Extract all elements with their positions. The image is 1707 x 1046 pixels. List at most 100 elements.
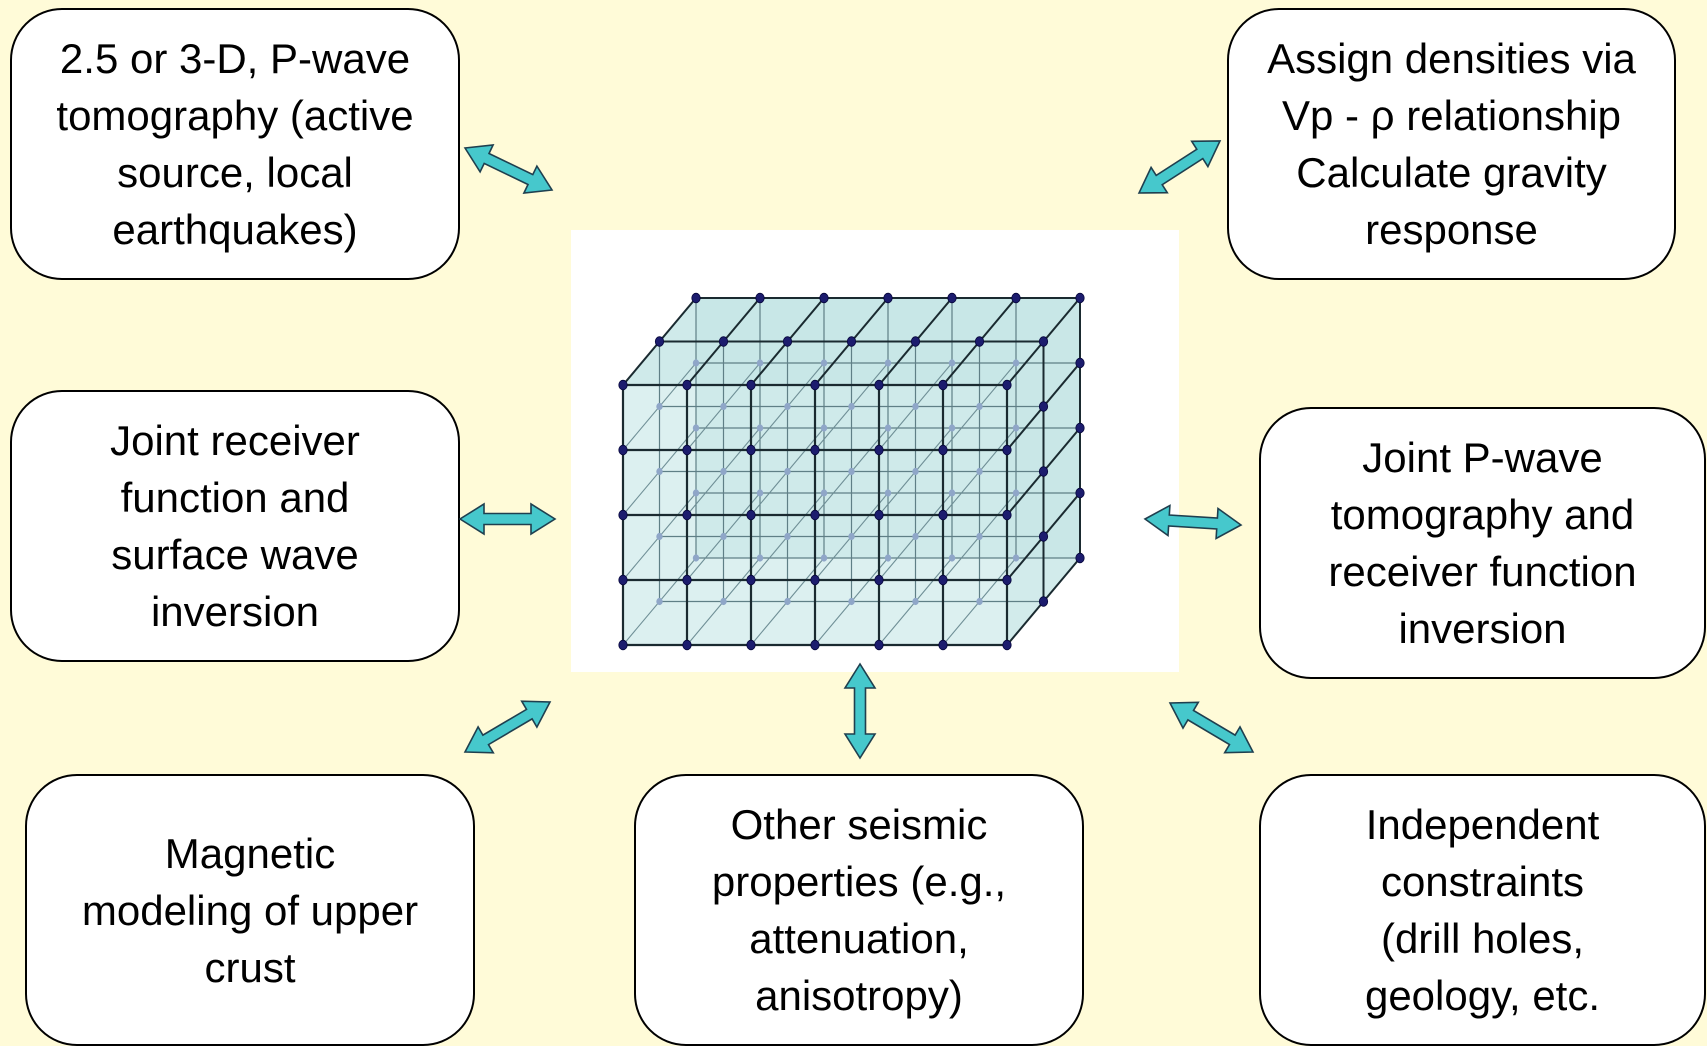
grid-node xyxy=(1011,292,1021,304)
grid-node xyxy=(1075,357,1085,369)
grid-node xyxy=(810,444,820,456)
box-line: anisotropy) xyxy=(755,972,963,1019)
grid-node xyxy=(720,532,727,541)
grid-node xyxy=(846,336,857,347)
box-line: inversion xyxy=(1398,605,1567,652)
grid-node xyxy=(618,444,628,456)
grid-node xyxy=(947,292,957,304)
grid-node xyxy=(782,336,793,347)
grid-node xyxy=(976,597,983,606)
grid-node xyxy=(820,554,828,562)
box-line: Joint receiver xyxy=(110,417,360,464)
grid-node xyxy=(819,292,829,304)
grid-node xyxy=(682,509,692,521)
grid-node xyxy=(1075,552,1085,564)
grid-node xyxy=(1002,639,1012,651)
grid-node xyxy=(810,379,820,391)
box-line: crust xyxy=(204,943,296,991)
grid-node xyxy=(691,292,701,304)
voxel-model-panel xyxy=(571,230,1179,672)
grid-node xyxy=(1002,574,1012,586)
grid-node xyxy=(784,532,791,541)
box-line: surface wave xyxy=(111,531,359,578)
grid-node xyxy=(746,379,756,391)
grid-node xyxy=(938,509,948,521)
grid-node xyxy=(874,509,884,521)
box-line: modeling of upper xyxy=(81,886,419,934)
arrow-independent xyxy=(1168,701,1255,754)
box-independent-constraints: Independent constraints (drill holes, ge… xyxy=(1259,774,1706,1046)
box-line: Calculate gravity xyxy=(1296,149,1607,196)
grid-node xyxy=(883,292,893,304)
arrow-tomography xyxy=(463,143,554,195)
box-line: response xyxy=(1365,206,1538,253)
grid-node xyxy=(820,359,828,367)
box-line: geology, etc. xyxy=(1364,972,1601,1019)
grid-node xyxy=(1075,292,1085,304)
grid-node xyxy=(912,467,919,476)
grid-node xyxy=(874,574,884,586)
grid-node xyxy=(810,639,820,651)
grid-node xyxy=(938,379,948,391)
grid-node xyxy=(1038,401,1049,412)
grid-node xyxy=(656,597,663,606)
box-line: receiver function xyxy=(1328,548,1637,595)
grid-node xyxy=(884,424,892,432)
box-line: function and xyxy=(120,474,350,521)
grid-node xyxy=(948,359,956,367)
arrow-receiver-surface xyxy=(458,502,557,536)
grid-node xyxy=(756,424,764,432)
grid-node xyxy=(1012,359,1020,367)
grid-node xyxy=(682,574,692,586)
grid-node xyxy=(884,489,892,497)
grid-node xyxy=(874,444,884,456)
box-line: Magnetic xyxy=(164,829,336,877)
box-line: Assign densities via xyxy=(1267,35,1636,82)
grid-node xyxy=(618,379,628,391)
box-line: Joint P-wave xyxy=(1362,434,1603,481)
grid-node xyxy=(682,444,692,456)
grid-node xyxy=(654,336,665,347)
grid-node xyxy=(1038,336,1049,347)
grid-node xyxy=(1012,554,1020,562)
grid-node xyxy=(810,574,820,586)
grid-node xyxy=(618,574,628,586)
grid-node xyxy=(1038,596,1049,607)
box-line: properties (e.g., xyxy=(711,858,1007,905)
grid-node xyxy=(746,509,756,521)
box-line: earthquakes) xyxy=(112,206,358,253)
grid-node xyxy=(784,597,791,606)
grid-node xyxy=(910,336,921,347)
grid-node xyxy=(618,509,628,521)
grid-node xyxy=(948,489,956,497)
grid-node xyxy=(656,532,663,541)
arrow-joint-pwave xyxy=(1143,504,1243,540)
grid-node xyxy=(746,444,756,456)
grid-node xyxy=(1012,489,1020,497)
grid-node xyxy=(718,336,729,347)
grid-node xyxy=(884,359,892,367)
grid-node xyxy=(1012,424,1020,432)
grid-node xyxy=(848,597,855,606)
grid-node xyxy=(618,639,628,651)
box-line: attenuation, xyxy=(749,915,969,962)
box-line: 2.5 or 3-D, P-wave xyxy=(59,35,411,82)
grid-node xyxy=(820,489,828,497)
grid-node xyxy=(656,467,663,476)
grid-node xyxy=(784,467,791,476)
grid-node xyxy=(720,597,727,606)
grid-node xyxy=(720,467,727,476)
box-receiver-surface-wave: Joint receiver function and surface wave… xyxy=(10,390,460,662)
grid-node xyxy=(656,402,663,411)
box-line: inversion xyxy=(150,588,320,635)
arrow-densities xyxy=(1137,140,1222,194)
grid-node xyxy=(755,292,765,304)
grid-node xyxy=(948,424,956,432)
grid-node xyxy=(746,639,756,651)
box-line: source, local xyxy=(117,149,353,196)
box-line: tomography (active xyxy=(56,92,414,139)
grid-node xyxy=(746,574,756,586)
grid-node xyxy=(884,554,892,562)
box-line: (drill holes, xyxy=(1380,915,1585,962)
